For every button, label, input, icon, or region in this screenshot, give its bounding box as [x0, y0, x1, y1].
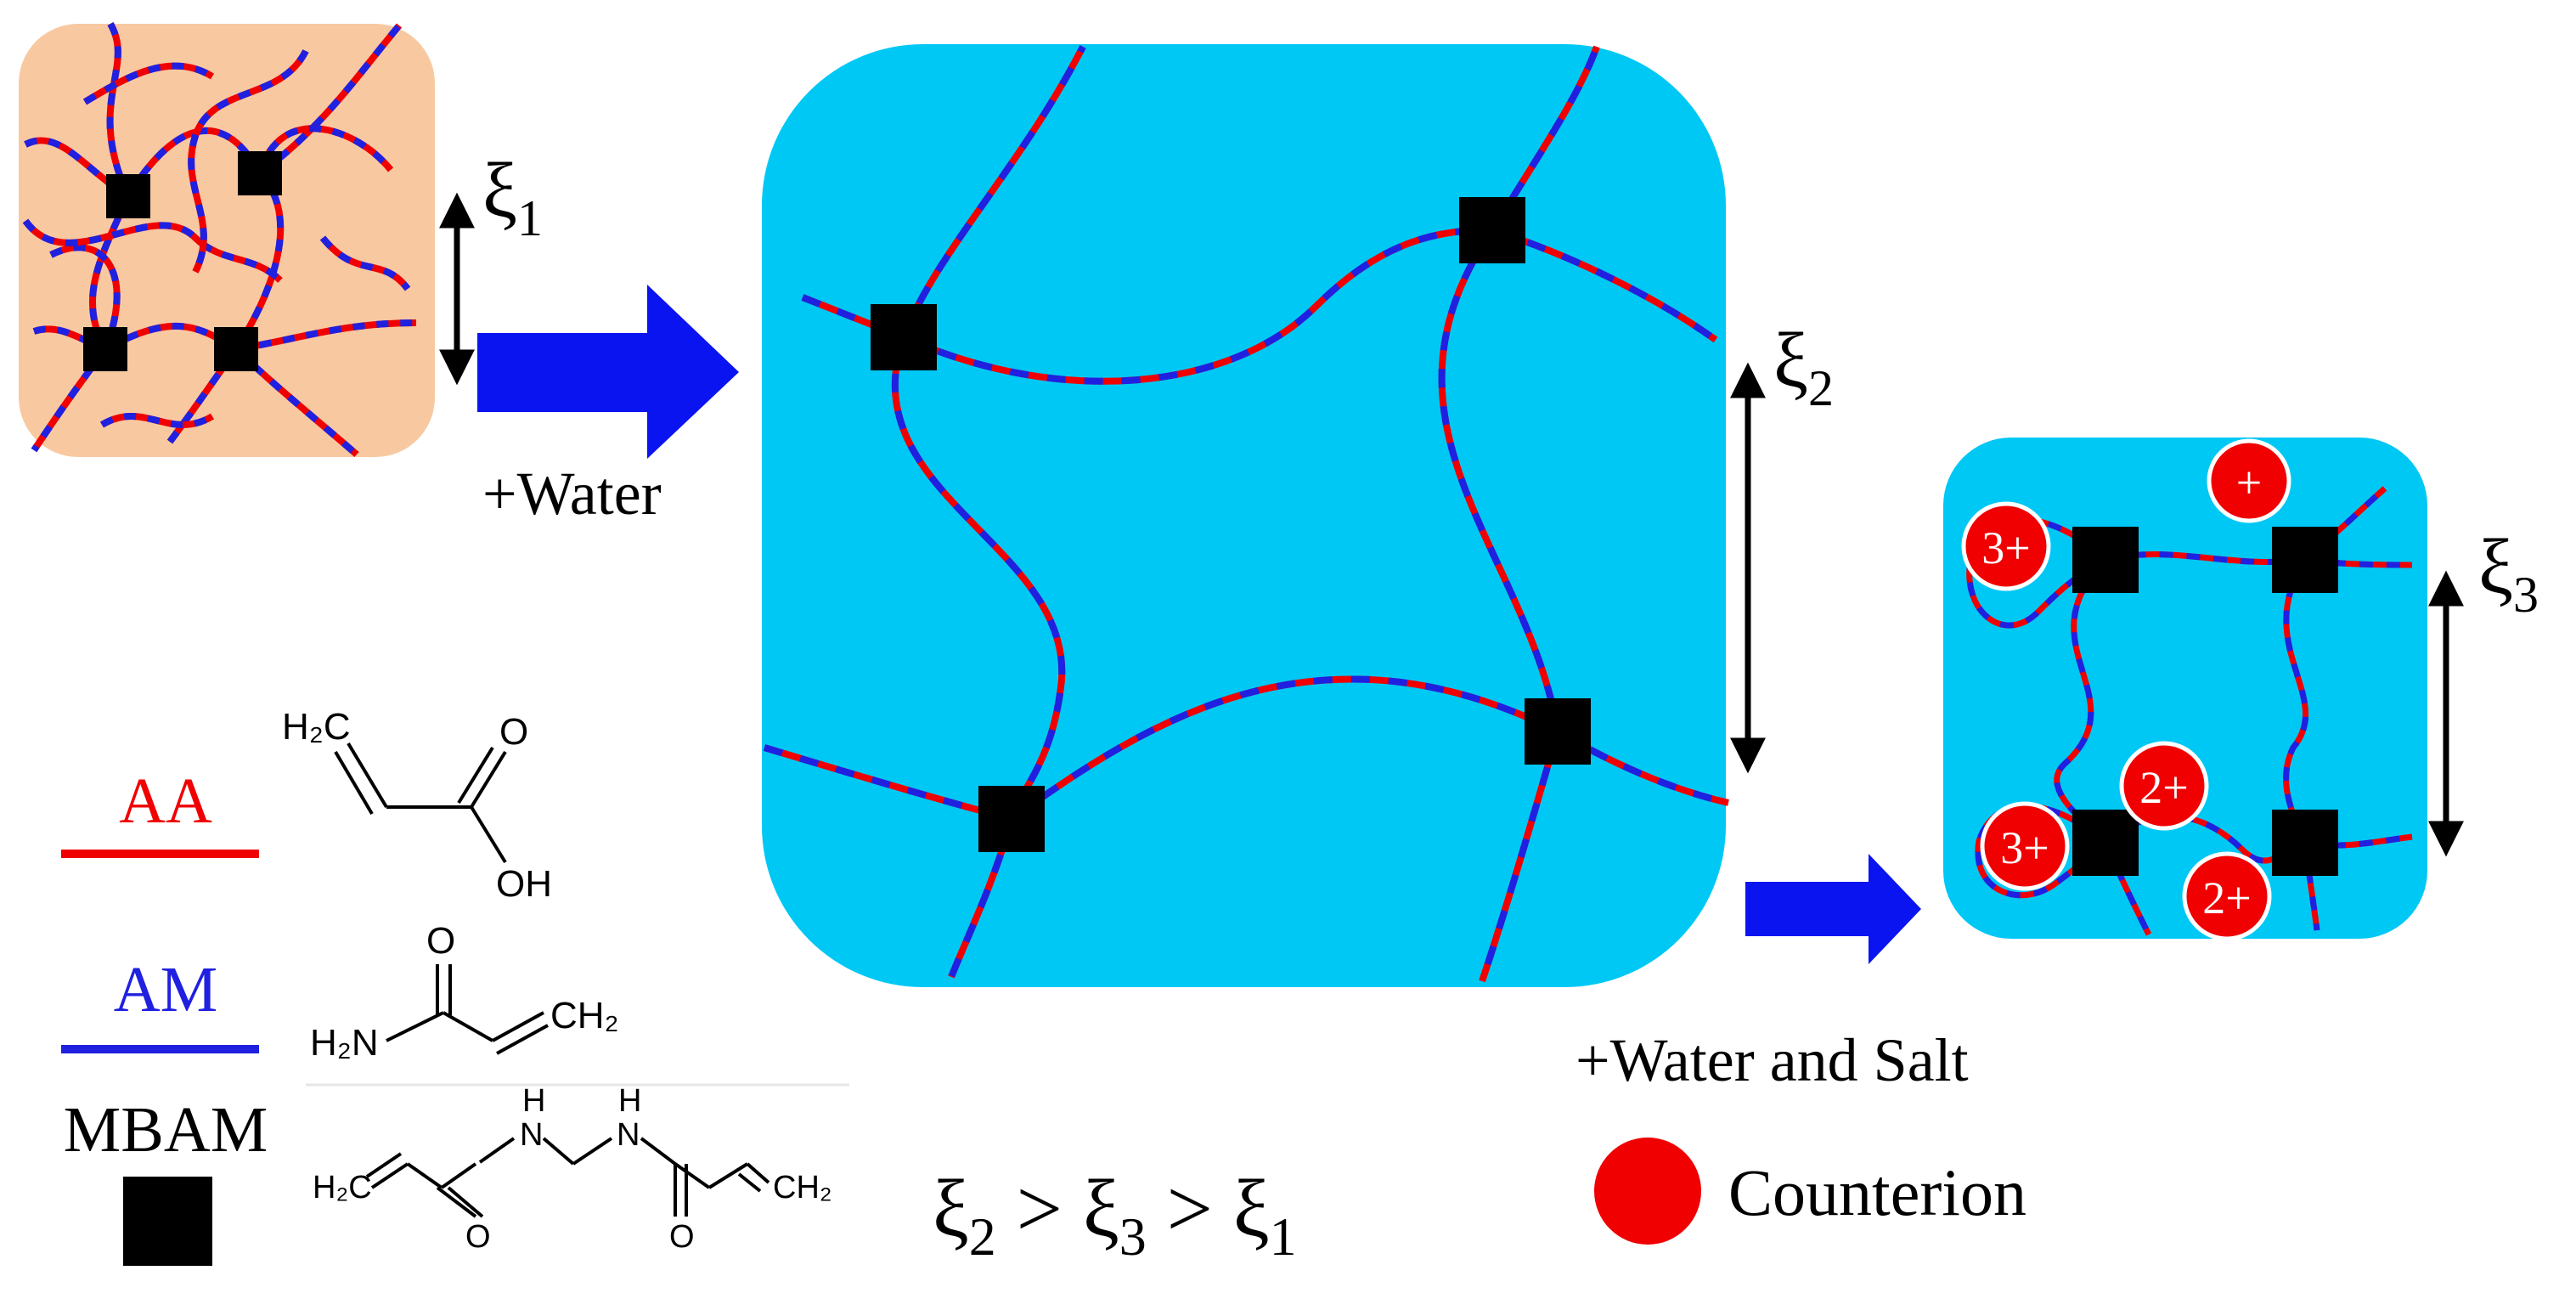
polymer-chain-dash — [2283, 558, 2309, 844]
swelling-arrow-water — [477, 285, 739, 459]
counterion-legend-dot — [1594, 1138, 1701, 1245]
polymer-chain-dash — [1489, 45, 1600, 233]
polymer-chain-dash — [1555, 728, 1729, 806]
counterion-2plus: 2+ — [2119, 741, 2209, 831]
polymer-chain-dash — [2303, 486, 2387, 562]
counterion-3plus: 3+ — [1961, 501, 2051, 591]
polymer-chain-dash — [233, 171, 285, 352]
crosslink-node — [214, 327, 258, 371]
polymer-chain-dash — [900, 45, 1086, 339]
crosslink-node — [83, 327, 127, 371]
polymer-chain-dash — [319, 235, 411, 291]
ion-charge-label: 2+ — [2139, 762, 2188, 813]
polymer-chain-dash — [257, 23, 403, 177]
legend-mbam-square — [123, 1177, 212, 1266]
ion-charge-label: 3+ — [1981, 522, 2030, 573]
polymer-chain-dash — [82, 62, 215, 105]
polymer-chain-dash — [32, 325, 107, 353]
polymer-chain-dash — [1479, 730, 1561, 983]
acrylic-acid-structure: H₂C O OH — [282, 706, 552, 905]
polymer-chain-dash — [1491, 227, 1718, 343]
polymer-chain — [106, 22, 132, 198]
polymer-chain-dash — [234, 347, 359, 458]
counterion-3plus: 3+ — [1980, 801, 2070, 891]
crosslink-node — [871, 304, 937, 370]
polymer-chain-dash — [188, 49, 309, 274]
atom-label: O — [669, 1219, 695, 1255]
swollen-gel-chains — [763, 45, 1729, 983]
atom-label: O — [426, 920, 455, 962]
atom-label: O — [499, 711, 528, 753]
legend-am-label: AM — [114, 954, 217, 1025]
polymer-chain-dash — [49, 244, 121, 351]
crosslink-node — [2272, 810, 2338, 876]
polymer-chain-dash — [31, 347, 109, 453]
atom-label: O — [465, 1219, 491, 1255]
xi2-label: ξ2 — [1773, 317, 1834, 416]
crosslink-node — [106, 174, 150, 218]
acrylamide-structure: O H₂N CH₂ — [310, 920, 619, 1064]
polymer-chain-dash — [902, 226, 1493, 385]
polymer-chain-dash — [891, 336, 1066, 821]
crosslink-node — [2072, 527, 2139, 593]
atom-label: H₂C — [313, 1170, 372, 1205]
atom-label: N — [617, 1117, 640, 1153]
atom-label: N — [520, 1117, 543, 1153]
crosslink-node — [2072, 810, 2139, 876]
counterion-2plus: 2+ — [2182, 851, 2272, 941]
atom-label: CH₂ — [773, 1170, 832, 1205]
atom-label: H₂C — [282, 706, 351, 748]
counterion-plus: + — [2207, 438, 2291, 523]
salt-gel-panel: + 3+ 3+ 2+ 2+ — [1943, 438, 2427, 941]
ion-charge-label: + — [2236, 457, 2262, 508]
polymer-chain-dash — [22, 218, 283, 283]
atom-label: CH₂ — [550, 995, 619, 1036]
legend-aa-label: AA — [119, 765, 212, 837]
monomer-legend: AA AM MBAM — [61, 765, 849, 1266]
plus-water-salt-label: +Water and Salt — [1575, 1026, 1969, 1094]
polymer-chain-dash — [948, 817, 1015, 979]
ion-charge-label: 2+ — [2202, 872, 2251, 923]
atom-label: H — [618, 1083, 641, 1119]
atom-label: H₂N — [310, 1022, 379, 1064]
crosslink-node — [2272, 527, 2338, 593]
counterion-legend-label: Counterion — [1728, 1155, 2026, 1229]
atom-label: OH — [496, 863, 552, 905]
crosslink-node — [978, 786, 1045, 852]
swollen-gel-background — [762, 44, 1726, 987]
polymer-chain-dash — [1009, 675, 1559, 822]
xi3-label: ξ3 — [2478, 523, 2539, 623]
mbam-structure: H N H N H₂C CH₂ O O — [313, 1083, 832, 1255]
legend-mbam-label: MBAM — [64, 1094, 268, 1166]
polymer-chain-dash — [2102, 841, 2152, 936]
swollen-gel-panel — [762, 44, 1729, 987]
dry-gel-panel — [19, 22, 435, 458]
crosslink-node — [238, 151, 282, 195]
polymer-chain-dash — [1438, 228, 1561, 732]
xi1-label: ξ1 — [482, 147, 543, 246]
polymer-chain-dash — [99, 413, 215, 428]
plus-water-label: +Water — [482, 460, 662, 528]
polymer-chain-dash — [256, 125, 394, 175]
crosslink-node — [1459, 197, 1525, 263]
ion-charge-label: 3+ — [2000, 822, 2049, 873]
atom-label: H — [522, 1083, 545, 1119]
dry-gel-chains — [22, 22, 417, 458]
shrinking-arrow-salt — [1745, 854, 1921, 964]
polymer-chain-dash — [125, 127, 263, 199]
crosslink-node — [1525, 698, 1591, 765]
xi-inequality: ξ2 > ξ3 > ξ1 — [933, 1163, 1297, 1267]
